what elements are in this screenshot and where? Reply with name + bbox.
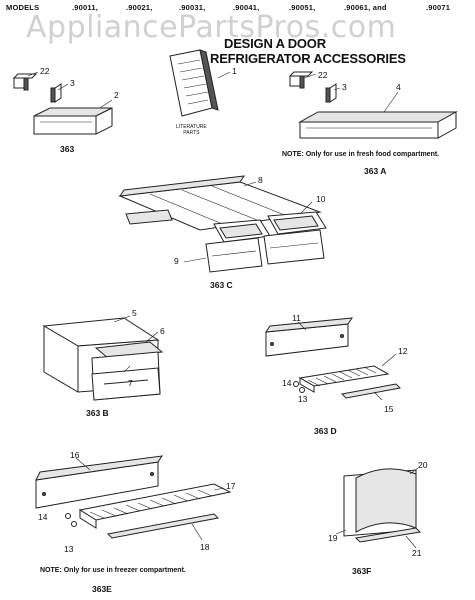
part-number: 13 <box>298 394 308 404</box>
model-number: .90011, <box>72 3 99 12</box>
watermark: AppliancePartsPros.com <box>26 10 397 45</box>
part-3-clip <box>50 83 62 103</box>
note-freezer: NOTE: Only for use in freezer compartmen… <box>40 567 186 574</box>
part-10-trays <box>213 211 327 243</box>
part-21-rail <box>354 527 422 543</box>
part-number: 15 <box>384 404 394 414</box>
part-number: 19 <box>328 533 338 543</box>
part-12-basket <box>298 365 390 393</box>
part-number: 20 <box>418 460 428 470</box>
part-number: 16 <box>70 450 80 460</box>
note-fresh-food: NOTE: Only for use in fresh food compart… <box>282 151 440 158</box>
part-number: 21 <box>412 548 422 558</box>
part-9-drawers <box>205 229 325 273</box>
part-4-long-bin <box>298 111 458 139</box>
part-22-bracket-a <box>288 71 314 89</box>
part-number: 12 <box>398 346 408 356</box>
part-number: 11 <box>292 313 301 323</box>
part-22-bracket <box>12 73 38 91</box>
part-14-13-screws-e <box>65 513 77 527</box>
part-1-literature <box>169 49 231 117</box>
part-number: 1 <box>232 66 237 76</box>
part-number: 7 <box>128 378 133 388</box>
part-18-rail <box>106 513 220 539</box>
part-number: 4 <box>396 82 401 92</box>
group-label: 363 C <box>210 280 233 290</box>
part-14-13-screws <box>293 381 305 393</box>
part-3-clip-a <box>325 83 337 103</box>
group-label: 363F <box>352 566 372 576</box>
part-number: 6 <box>160 326 165 336</box>
part-number: 14 <box>38 512 48 522</box>
part-number: 10 <box>316 194 326 204</box>
part-number: 17 <box>226 481 236 491</box>
part-number: 8 <box>258 175 263 185</box>
literature-line: PARTS <box>183 130 200 136</box>
part-number: 2 <box>114 90 119 100</box>
part-11-shelf <box>264 317 354 357</box>
part-15-rail <box>340 383 402 399</box>
group-label: 363 <box>60 144 75 154</box>
part-number: 9 <box>174 256 179 266</box>
title-line-1: DESIGN A DOOR <box>224 36 326 51</box>
model-number: .90031, <box>179 3 206 12</box>
group-label: 363 A <box>364 166 387 176</box>
part-8-frame <box>118 175 322 231</box>
model-number: .90061, and <box>344 3 387 12</box>
part-19-20-bin <box>343 468 417 537</box>
literature-line: LITERATURE <box>176 124 207 130</box>
diagram-title: DESIGN A DOOR REFRIGERATOR ACCESSORIES <box>210 36 406 66</box>
part-17-basket <box>78 483 232 529</box>
part-number: 13 <box>64 544 74 554</box>
part-16-shelf <box>35 455 164 509</box>
literature-text: LITERATURE PARTS <box>176 124 207 136</box>
model-number: .90021, <box>126 3 153 12</box>
part-number: 3 <box>342 82 347 92</box>
group-label: 363 B <box>86 408 109 418</box>
title-line-2: REFRIGERATOR ACCESSORIES <box>210 51 406 66</box>
group-label: 363 D <box>314 426 337 436</box>
part-number: 14 <box>282 378 292 388</box>
part-number: 22 <box>318 70 328 80</box>
part-number: 18 <box>200 542 210 552</box>
part-number: 3 <box>70 78 75 88</box>
part-7-drawer <box>91 367 161 401</box>
group-label: 363E <box>92 584 112 594</box>
model-number: .90071 <box>426 3 451 12</box>
models-label: MODELS <box>6 3 40 12</box>
part-number: 5 <box>132 308 137 318</box>
part-2-small-bin <box>33 107 113 135</box>
model-number: .90051, <box>289 3 316 12</box>
part-number: 22 <box>40 66 50 76</box>
model-number: .90041, <box>233 3 260 12</box>
